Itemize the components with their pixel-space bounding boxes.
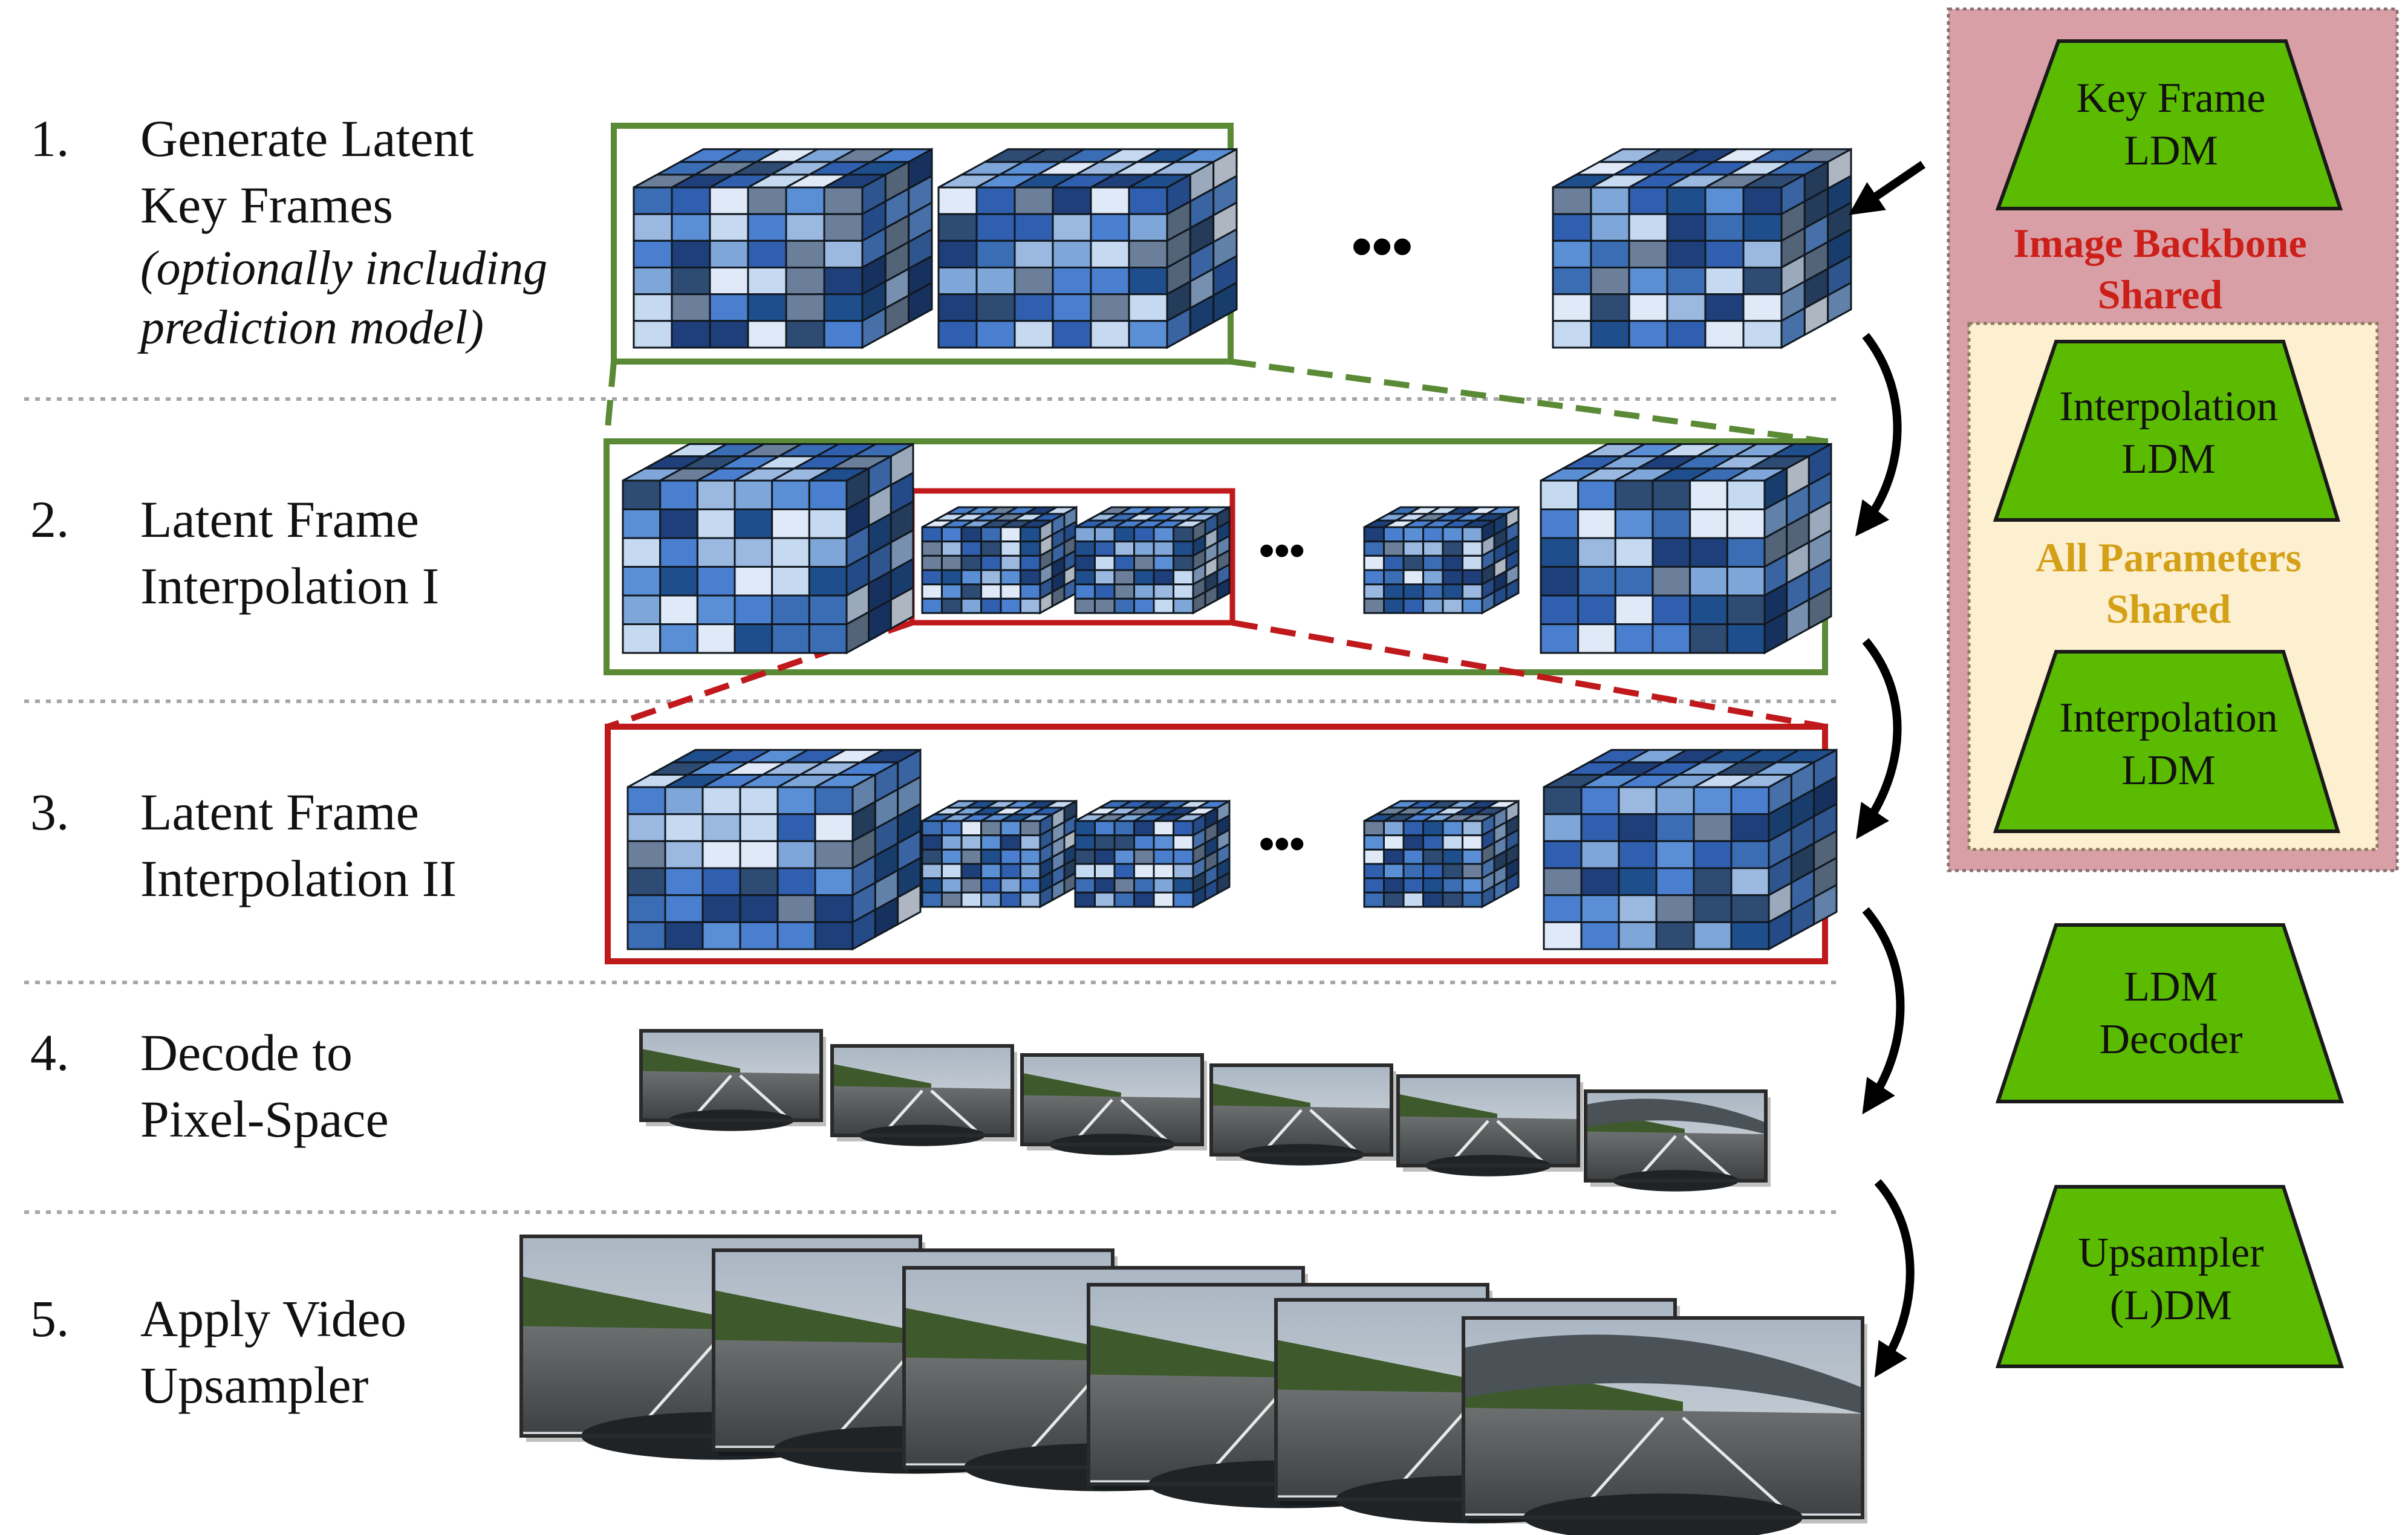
latent-cube-interp2-mid-1 [921,799,1078,909]
step-3-number: 3. [30,783,70,841]
upsampler-ldm-shape [1995,1185,2345,1368]
latent-cube-key-2 [937,148,1238,349]
step-2-line1: Latent Frame [140,490,419,548]
arrow-step2-to-step3 [1856,638,1902,840]
step-4-line1: Decode to [140,1024,353,1082]
image-backbone-label-1: Image Backbone [2013,220,2306,266]
step-4-number: 4. [30,1024,70,1082]
arrow-model-to-keyframes [1848,161,1925,215]
interpolation-ldm-1-line1: Interpolation [2059,383,2278,430]
interpolation-ldm-2-shape [1993,650,2341,833]
latent-cube-interp1-mid-1 [921,505,1078,615]
interpolation-ldm-2: Interpolation LDM [1993,650,2341,833]
decoded-frame-2 [830,1044,1017,1146]
step-5-line1: Apply Video [140,1290,406,1348]
upsampler-ldm: Upsampler (L)DM [1995,1185,2345,1368]
decoded-frame-5 [1396,1074,1583,1176]
step-1-number: 1. [30,109,70,167]
step-1-line2: Key Frames [140,176,393,234]
image-backbone-label-2: Shared [2098,271,2223,317]
step-1-note2: prediction model) [137,301,484,354]
step-3-line2: Interpolation II [140,849,457,907]
latent-cube-key-n [1552,148,1852,349]
interpolation-ldm-2-line1: Interpolation [2059,695,2278,741]
step-5-number: 5. [30,1290,70,1348]
interpolation-ldm-1-line2: LDM [2121,436,2216,482]
step-3-line1: Latent Frame [140,783,419,841]
arrow-step4-to-step5 [1874,1179,1915,1378]
key-frame-ldm-line2: LDM [2124,128,2218,174]
row-separators [24,397,1838,1214]
ldm-decoder: LDM Decoder [1995,923,2345,1103]
decoded-frames [519,1029,1867,1535]
interpolation-ldm-2-line2: LDM [2121,747,2216,794]
key-frame-ldm-line1: Key Frame [2077,75,2266,122]
ldm-decoder-shape [1995,923,2345,1103]
upsampler-ldm-line2: (L)DM [2110,1282,2232,1329]
ldm-decoder-line1: LDM [2124,964,2218,1010]
decoded-frame-3 [1020,1053,1207,1155]
ellipsis-row3: ••• [1259,820,1305,868]
latent-cube-interp2-mid-2 [1074,799,1231,909]
latent-cube-interp1-start [622,442,914,655]
all-parameters-label-1: All Parameters [2035,534,2302,580]
ellipsis-row2: ••• [1259,527,1305,575]
green-dash-right [1230,359,1826,444]
latent-cube-interp2-end [1543,748,1838,951]
latent-cube-interp1-mid-2 [1074,505,1231,615]
step-5-line2: Upsampler [140,1356,368,1414]
upsampler-ldm-line1: Upsampler [2078,1230,2263,1276]
decoded-frame-4 [1209,1063,1396,1166]
latent-cube-interp2-start [626,748,922,951]
flow-arrows [1848,161,1925,1378]
all-parameters-label-2: Shared [2106,586,2231,632]
red-dash-right [1232,620,1826,730]
arrow-step1-to-step2 [1855,333,1902,537]
step-4-line2: Pixel-Space [140,1090,389,1148]
latent-cube-key-1 [633,148,933,349]
step-1-line1: Generate Latent [140,109,474,167]
latent-cube-interp1-end [1540,442,1832,655]
step-2-number: 2. [30,490,70,548]
ellipsis-row1: ••• [1352,214,1413,279]
step-labels: 1. Generate Latent Key Frames (optionall… [30,109,547,1414]
key-frame-ldm: Key Frame LDM [1995,39,2343,210]
interpolation-ldm-1-shape [1993,340,2341,522]
decoded-frame-1 [639,1029,826,1131]
ldm-decoder-line2: Decoder [2099,1016,2242,1063]
step-2-line2: Interpolation I [140,557,439,615]
key-frame-ldm-shape [1995,39,2343,210]
green-dash-left [604,361,617,442]
step-1-note1: (optionally including [140,242,547,295]
arrow-step3-to-step4 [1862,907,1905,1115]
latent-cube-interp2-mid-n [1363,799,1520,909]
upsampled-frame-6 [1462,1316,1867,1535]
latent-cube-interp1-mid-n [1363,505,1520,615]
latent-cubes [622,148,1852,951]
decoded-frame-6 [1584,1089,1771,1192]
interpolation-ldm-1: Interpolation LDM [1993,340,2341,522]
